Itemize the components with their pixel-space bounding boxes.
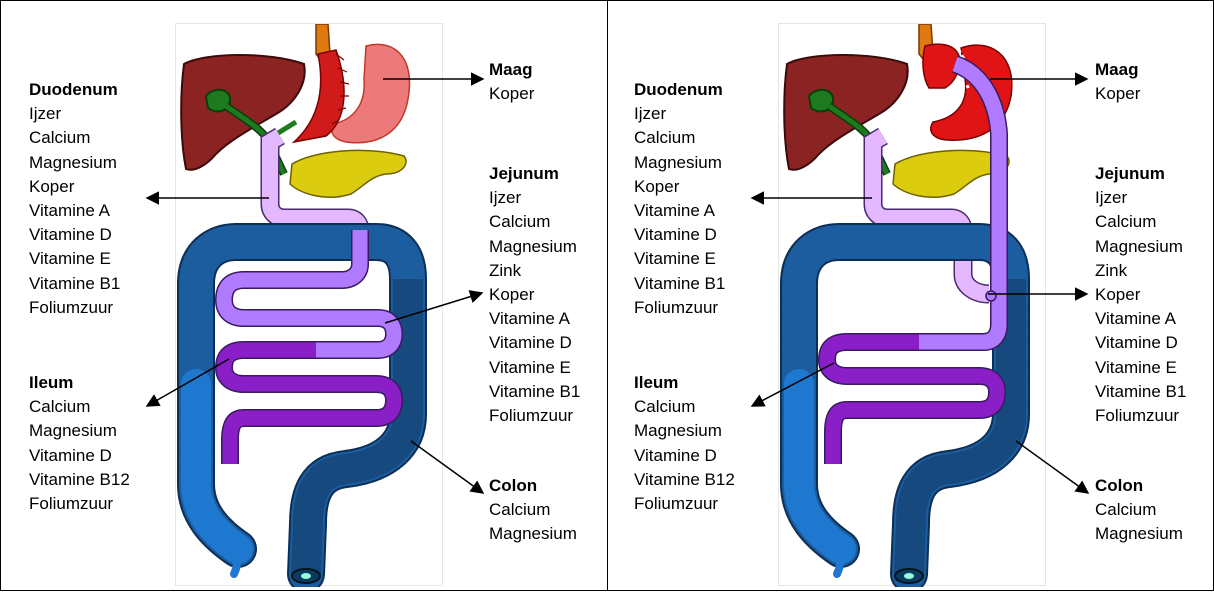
right-panel: Maag Koper Duodenum Ijzer Calcium Magnes… — [607, 0, 1214, 591]
label-jejunum: Jejunum Ijzer Calcium Magnesium Zink Kop… — [489, 162, 580, 428]
label-maag: Maag Koper — [489, 58, 534, 106]
jejunum-item: Vitamine B1 — [489, 380, 580, 404]
liver — [784, 55, 907, 170]
label-duodenum: Duodenum Ijzer Calcium Magnesium Koper V… — [29, 78, 120, 320]
jejunum-item: Vitamine E — [1095, 356, 1186, 380]
label-jejunum: Jejunum Ijzer Calcium Magnesium Zink Kop… — [1095, 162, 1186, 428]
duodenum-item: Vitamine D — [634, 223, 725, 247]
duodenum-item: Vitamine D — [29, 223, 120, 247]
anatomy-bypass-drawing — [779, 24, 1047, 587]
duodenum-item: Ijzer — [634, 102, 725, 126]
jejunum-item: Vitamine D — [1095, 331, 1186, 355]
jejunum-item: Koper — [1095, 283, 1186, 307]
jejunum-item: Magnesium — [1095, 235, 1186, 259]
label-colon: Colon Calcium Magnesium — [489, 474, 577, 547]
maag-item: Koper — [1095, 82, 1140, 106]
duodenum-item: Vitamine E — [634, 247, 725, 271]
duodenum-item: Vitamine E — [29, 247, 120, 271]
pancreas — [290, 150, 406, 197]
colon-item: Calcium — [1095, 498, 1183, 522]
jejunum-item: Magnesium — [489, 235, 580, 259]
maag-title: Maag — [489, 58, 534, 82]
duodenum-title: Duodenum — [29, 78, 120, 102]
ileum-item: Magnesium — [634, 419, 735, 443]
duodenum-item: Koper — [29, 175, 120, 199]
duodenum-item: Vitamine B1 — [29, 272, 120, 296]
duodenum-item: Magnesium — [29, 151, 120, 175]
left-panel: Maag Koper Duodenum Ijzer Calcium Magnes… — [0, 0, 608, 591]
jejunum-item: Foliumzuur — [1095, 404, 1186, 428]
jejunum-item: Zink — [1095, 259, 1186, 283]
maag-item: Koper — [489, 82, 534, 106]
ileum-title: Ileum — [29, 371, 130, 395]
duodenum-item: Foliumzuur — [634, 296, 725, 320]
liver — [181, 55, 304, 170]
duodenum-title: Duodenum — [634, 78, 725, 102]
duodenum-item: Vitamine A — [29, 199, 120, 223]
ileum-item: Magnesium — [29, 419, 130, 443]
jejunum-title: Jejunum — [1095, 162, 1186, 186]
duodenum-item: Ijzer — [29, 102, 120, 126]
ileum-item: Calcium — [634, 395, 735, 419]
jejunum-item: Ijzer — [1095, 186, 1186, 210]
duodenum-item: Vitamine B1 — [634, 272, 725, 296]
colon-item: Magnesium — [1095, 522, 1183, 546]
ileum-item: Vitamine D — [29, 444, 130, 468]
ileum-item: Foliumzuur — [634, 492, 735, 516]
jejunum-item: Koper — [489, 283, 580, 307]
ileum-title: Ileum — [634, 371, 735, 395]
ileum-item: Vitamine D — [634, 444, 735, 468]
small-intestine — [224, 230, 394, 464]
label-ileum: Ileum Calcium Magnesium Vitamine D Vitam… — [29, 371, 130, 516]
label-maag: Maag Koper — [1095, 58, 1140, 106]
stomach-pouch — [923, 44, 959, 88]
jejunum-title: Jejunum — [489, 162, 580, 186]
duodenum-item: Vitamine A — [634, 199, 725, 223]
colon-title: Colon — [1095, 474, 1183, 498]
jejunum-item: Calcium — [1095, 210, 1186, 234]
ileum-item: Foliumzuur — [29, 492, 130, 516]
digestive-tract-illustration — [175, 23, 443, 586]
duodenum-item: Magnesium — [634, 151, 725, 175]
duodenum-item: Calcium — [634, 126, 725, 150]
jejunum-item: Vitamine A — [1095, 307, 1186, 331]
label-colon: Colon Calcium Magnesium — [1095, 474, 1183, 547]
colon-item: Magnesium — [489, 522, 577, 546]
colon-title: Colon — [489, 474, 577, 498]
jejunum-item: Zink — [489, 259, 580, 283]
ileum-item: Vitamine B12 — [634, 468, 735, 492]
anatomy-drawing — [176, 24, 444, 587]
label-ileum: Ileum Calcium Magnesium Vitamine D Vitam… — [634, 371, 735, 516]
ileum-item: Vitamine B12 — [29, 468, 130, 492]
jejunum-item: Calcium — [489, 210, 580, 234]
duodenum-item: Calcium — [29, 126, 120, 150]
colon-item: Calcium — [489, 498, 577, 522]
duodenum-item: Koper — [634, 175, 725, 199]
jejunum-item: Ijzer — [489, 186, 580, 210]
jejunum-item: Vitamine A — [489, 307, 580, 331]
jejunum-item: Vitamine E — [489, 356, 580, 380]
jejunum-item: Foliumzuur — [489, 404, 580, 428]
duodenum-item: Foliumzuur — [29, 296, 120, 320]
ileum-item: Calcium — [29, 395, 130, 419]
jejunum-item: Vitamine B1 — [1095, 380, 1186, 404]
jejunum-item: Vitamine D — [489, 331, 580, 355]
label-duodenum: Duodenum Ijzer Calcium Magnesium Koper V… — [634, 78, 725, 320]
anastomosis — [986, 291, 996, 301]
digestive-tract-bypass-illustration — [778, 23, 1046, 586]
maag-title: Maag — [1095, 58, 1140, 82]
